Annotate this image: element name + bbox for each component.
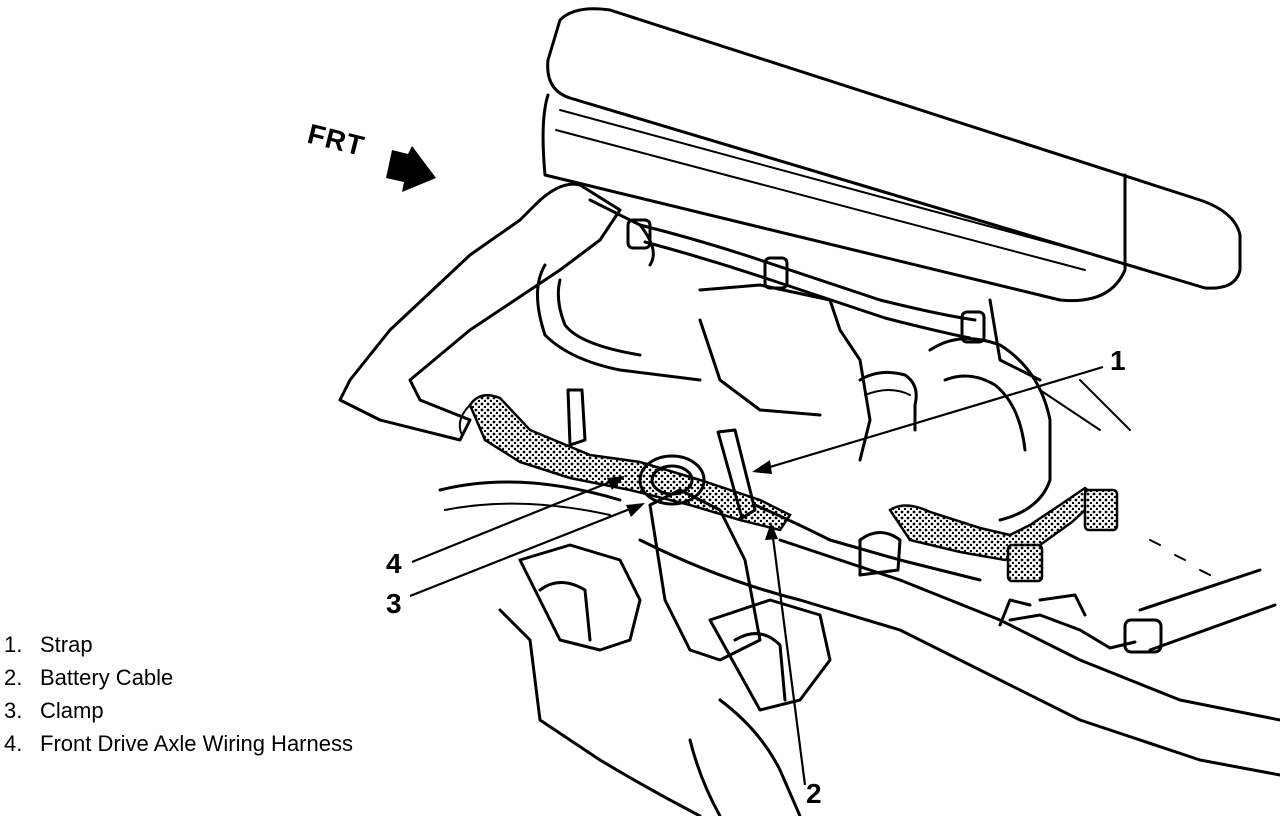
parts-legend: 1.Strap 2.Battery Cable 3.Clamp 4.Front … bbox=[4, 628, 353, 760]
callout-4: 4 bbox=[386, 548, 402, 579]
air-cleaner-housing bbox=[541, 7, 1242, 303]
legend-item-wiring-harness: 4.Front Drive Axle Wiring Harness bbox=[4, 731, 353, 756]
vacuum-hose bbox=[626, 218, 986, 344]
battery-cable bbox=[753, 503, 982, 582]
right-hose-elbow bbox=[928, 298, 1131, 522]
legend-item-strap: 1.Strap bbox=[4, 632, 93, 657]
right-tube bbox=[998, 539, 1277, 654]
front-drive-axle-wiring-harness bbox=[458, 393, 792, 532]
callout-3: 3 bbox=[386, 588, 402, 619]
callout-leader-lines bbox=[409, 365, 1104, 786]
legend-item-battery-cable: 2.Battery Cable bbox=[4, 665, 174, 690]
right-wiring-harness bbox=[888, 486, 1119, 583]
intake-manifold bbox=[338, 182, 918, 462]
front-direction-arrow-icon bbox=[386, 146, 436, 192]
strap bbox=[566, 388, 757, 520]
callout-1: 1 bbox=[1110, 345, 1126, 376]
callout-2: 2 bbox=[806, 778, 822, 809]
legend-item-clamp: 3.Clamp bbox=[4, 698, 104, 723]
engine-mounts-frame bbox=[438, 480, 1280, 816]
